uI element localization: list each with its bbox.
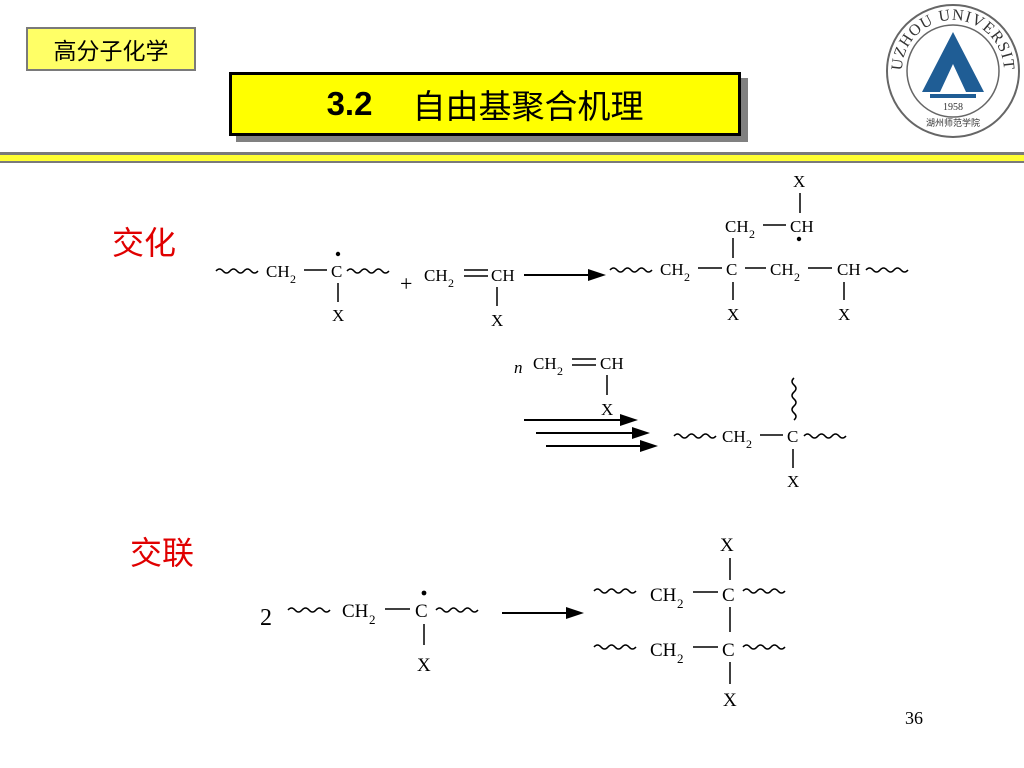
- section-title-box: 3.2 自由基聚合机理: [229, 72, 741, 136]
- svg-text:CH: CH: [491, 266, 515, 285]
- svg-text:2: 2: [677, 596, 684, 611]
- svg-text:X: X: [417, 655, 431, 676]
- svg-text:CH: CH: [342, 601, 369, 622]
- svg-text:C: C: [722, 585, 735, 606]
- svg-text:n: n: [514, 358, 523, 377]
- svg-text:2: 2: [794, 270, 800, 284]
- svg-text:C: C: [415, 601, 428, 622]
- radical-dot: [421, 590, 427, 596]
- divider-line-bottom: [0, 161, 1024, 163]
- ch2-text: CH: [266, 262, 290, 281]
- svg-text:CH: CH: [660, 260, 684, 279]
- svg-text:CH: CH: [790, 217, 814, 236]
- page-number: 36: [905, 708, 923, 728]
- crosslink-label: 交联: [130, 534, 195, 572]
- svg-text:X: X: [787, 472, 799, 491]
- university-logo: HUZHOU UNIVERSITY 1958 湖州师范学院: [884, 2, 1020, 138]
- section-title: 自由基聚合机理: [412, 87, 644, 126]
- transfer-label: 交化: [112, 224, 177, 262]
- radical-dot: [335, 251, 341, 257]
- svg-text:CH: CH: [650, 640, 677, 661]
- reaction-crosslink: 2 CH 2 C X X CH 2 C CH 2 C X: [260, 535, 786, 711]
- svg-text:2: 2: [677, 651, 684, 666]
- svg-text:X: X: [793, 172, 805, 191]
- course-tag: 高分子化学: [26, 27, 196, 71]
- coefficient-two: 2: [260, 605, 272, 631]
- svg-text:2: 2: [448, 276, 454, 290]
- svg-text:X: X: [723, 690, 737, 711]
- divider-line-top: [0, 152, 1024, 155]
- svg-text:CH: CH: [650, 585, 677, 606]
- svg-text:X: X: [491, 311, 503, 330]
- svg-text:X: X: [727, 305, 739, 324]
- svg-text:CH: CH: [424, 266, 448, 285]
- svg-text:CH: CH: [725, 217, 749, 236]
- svg-text:2: 2: [557, 364, 563, 378]
- svg-text:C: C: [722, 640, 735, 661]
- svg-text:2: 2: [746, 437, 752, 451]
- svg-text:X: X: [720, 535, 734, 556]
- svg-text:CH: CH: [722, 427, 746, 446]
- plus-sign: +: [400, 271, 412, 296]
- c-text: C: [331, 262, 342, 281]
- svg-text:2: 2: [290, 272, 296, 286]
- svg-text:2: 2: [749, 227, 755, 241]
- logo-year: 1958: [943, 102, 963, 113]
- reaction-propagation: n CH 2 CH X CH 2 C X: [514, 354, 847, 491]
- svg-text:CH: CH: [770, 260, 794, 279]
- svg-text:X: X: [601, 400, 613, 419]
- svg-text:CH: CH: [600, 354, 624, 373]
- svg-text:2: 2: [684, 270, 690, 284]
- divider-band: [0, 155, 1024, 161]
- svg-text:C: C: [726, 260, 737, 279]
- svg-text:X: X: [332, 306, 344, 325]
- svg-text:CH: CH: [533, 354, 557, 373]
- svg-text:C: C: [787, 427, 798, 446]
- reaction-transfer: CH 2 C X + CH 2 CH X CH 2 C CH 2 CH CH 2: [215, 172, 909, 330]
- section-number: 3.2: [326, 85, 373, 122]
- svg-text:2: 2: [369, 612, 376, 627]
- svg-text:X: X: [838, 305, 850, 324]
- logo-chinese-name: 湖州师范学院: [926, 117, 980, 129]
- svg-text:CH: CH: [837, 260, 861, 279]
- radical-dot: [796, 236, 802, 242]
